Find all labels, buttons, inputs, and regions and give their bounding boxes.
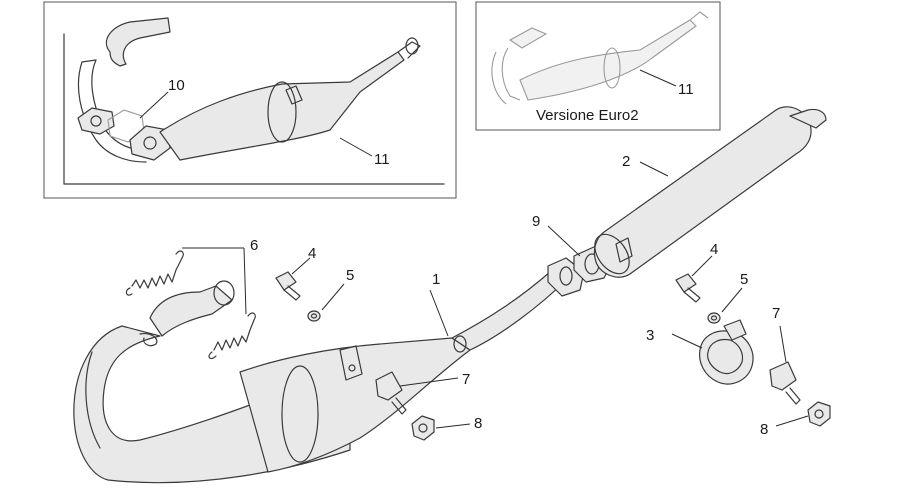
callout-3: 3 xyxy=(646,327,654,344)
euro2-header-outer xyxy=(491,51,507,105)
hardware-right xyxy=(671,255,831,427)
leader-8a xyxy=(435,423,471,429)
nut-8 xyxy=(411,415,435,441)
inset-tail-pipe xyxy=(397,41,421,59)
leader-5b xyxy=(721,287,743,313)
inset-outlet xyxy=(405,37,419,55)
clamp-3 xyxy=(699,330,754,385)
callout-11-inset: 11 xyxy=(374,151,390,168)
spring-upper xyxy=(131,250,184,289)
inset-expansion-chamber xyxy=(159,51,405,161)
rubber-mount-7-stud xyxy=(391,397,407,415)
inset-flange xyxy=(77,107,115,135)
spring-upper-hook xyxy=(125,287,133,296)
leader-4a xyxy=(291,257,311,275)
nut-8-hole xyxy=(418,423,428,433)
leader-1 xyxy=(429,289,449,337)
callout-4-right: 4 xyxy=(710,241,718,258)
euro2-seam xyxy=(603,47,621,89)
inset-bracket xyxy=(285,85,303,105)
leader-5a xyxy=(321,283,345,311)
leader-2 xyxy=(639,161,669,177)
callout-8-left: 8 xyxy=(474,415,482,432)
callout-1: 1 xyxy=(432,271,440,288)
inset-header-pipe xyxy=(105,17,171,67)
rubber-mount-7-right-stud xyxy=(785,387,801,405)
silencer-inlet-end xyxy=(594,233,630,275)
inset-flange-hole xyxy=(90,115,102,127)
rubber-mount-7 xyxy=(375,371,403,401)
bolt-4-right-head xyxy=(675,273,697,293)
main-chamber xyxy=(239,337,471,473)
rubber-mount-7-right xyxy=(769,361,797,391)
callout-8-right: 8 xyxy=(760,421,768,438)
inset-header-cap xyxy=(81,59,97,63)
inset-flange-2-hole xyxy=(143,136,157,150)
washer-5-right xyxy=(707,312,721,324)
inset-header-outer xyxy=(77,61,147,163)
inset-standard-version: 10 11 xyxy=(43,1,457,199)
inset-chamber-seam xyxy=(267,81,297,143)
washer-5 xyxy=(307,310,321,322)
leader-7a xyxy=(399,377,459,387)
header-spring-hook xyxy=(139,333,158,347)
leader-11b xyxy=(639,69,677,87)
exhaust-expansion-chamber-1 xyxy=(73,271,567,484)
callout-7-left: 7 xyxy=(462,371,470,388)
leader-4b xyxy=(691,255,713,277)
header-highlight xyxy=(85,351,101,449)
silencer-2 xyxy=(593,106,827,278)
spring-lower xyxy=(213,312,256,351)
leader-6b xyxy=(243,247,247,315)
callout-5-left: 5 xyxy=(346,267,354,284)
washer-5-hole xyxy=(310,313,318,319)
inset-euro2-caption: Versione Euro2 xyxy=(536,107,639,124)
callout-5-right: 5 xyxy=(740,271,748,288)
callout-10: 10 xyxy=(168,77,185,94)
nut-8-right-hole xyxy=(814,409,824,419)
tail-pipe-joint xyxy=(453,335,467,353)
header-inlet xyxy=(149,285,233,337)
spring-lower-hook xyxy=(208,351,217,360)
callout-11-euro2: 11 xyxy=(678,81,694,98)
leader-8b xyxy=(775,415,809,427)
inset-flange-2 xyxy=(129,125,171,161)
leader-10 xyxy=(139,91,169,119)
callout-9: 9 xyxy=(532,213,540,230)
chamber-bracket xyxy=(339,345,363,381)
silencer-body xyxy=(593,106,812,278)
bolt-4-head xyxy=(275,271,297,291)
header-inlet-mouth xyxy=(213,280,235,306)
inset-euro2-version: 11 Versione Euro2 xyxy=(475,1,721,131)
springs-6 xyxy=(125,247,256,360)
washer-5-right-hole xyxy=(710,315,718,321)
leader-7b xyxy=(779,325,787,363)
callout-6: 6 xyxy=(250,237,258,254)
silencer-inlet-tube xyxy=(615,237,633,263)
leader-3 xyxy=(671,333,703,349)
clamp-3-inner xyxy=(707,338,744,375)
nut-8-right xyxy=(807,401,831,427)
chamber-bracket-hole xyxy=(348,364,356,372)
silencer-outlet xyxy=(789,108,827,129)
bolt-4-right-shank xyxy=(683,287,701,303)
euro2-inlet xyxy=(508,27,548,49)
flange-9-hole xyxy=(559,266,573,286)
euro2-chamber xyxy=(519,19,697,101)
euro2-header xyxy=(501,47,521,101)
callout-4-left: 4 xyxy=(308,245,316,262)
clamp-3-ear xyxy=(723,319,747,341)
leader-9 xyxy=(547,225,581,257)
inset-guide-lines xyxy=(63,33,445,185)
leader-11a xyxy=(339,137,373,157)
hardware-left xyxy=(275,257,471,441)
callout-2: 2 xyxy=(622,153,630,170)
callout-7-right: 7 xyxy=(772,305,780,322)
euro2-tail xyxy=(689,11,709,21)
bolt-4-shank xyxy=(283,285,301,301)
main-chamber-seam xyxy=(281,365,319,463)
